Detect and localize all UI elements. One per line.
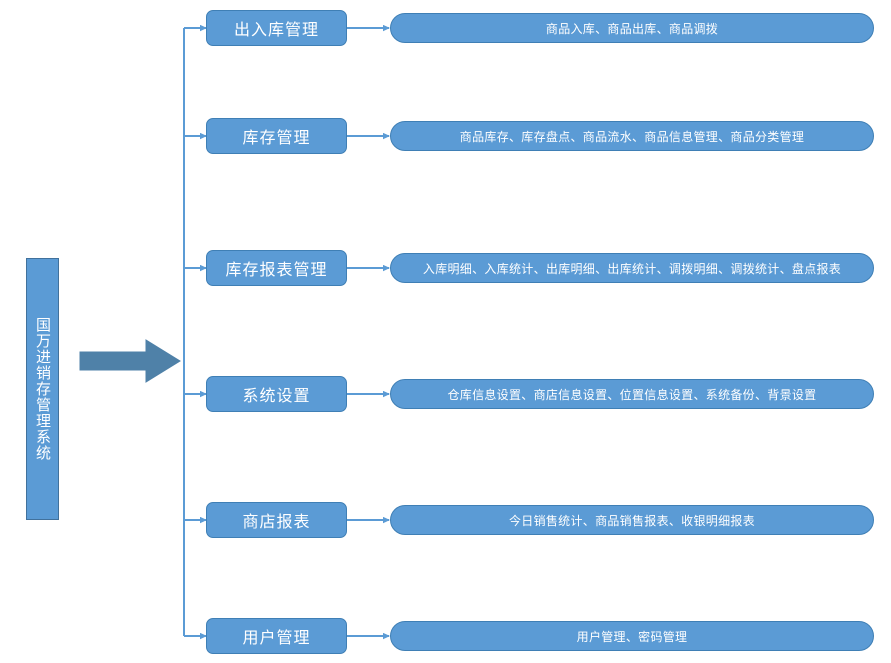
category-node-system-settings[interactable]: 系统设置 [206,376,347,412]
detail-label: 商品库存、库存盘点、商品流水、商品信息管理、商品分类管理 [459,129,805,144]
detail-node-user-management[interactable]: 用户管理、密码管理 [390,621,874,651]
detail-node-inventory-report[interactable]: 入库明细、入库统计、出库明细、出库统计、调拨明细、调拨统计、盘点报表 [390,253,874,283]
category-node-inventory[interactable]: 库存管理 [206,118,347,154]
detail-label: 今日销售统计、商品销售报表、收银明细报表 [508,513,755,528]
category-label: 库存管理 [242,128,311,147]
category-node-user-management[interactable]: 用户管理 [206,618,347,654]
category-label: 用户管理 [242,628,311,647]
category-label: 出入库管理 [233,20,319,39]
category-label: 库存报表管理 [225,260,328,279]
category-node-inventory-report[interactable]: 库存报表管理 [206,250,347,286]
detail-node-store-report[interactable]: 今日销售统计、商品销售报表、收银明细报表 [390,505,874,535]
category-node-inbound-outbound[interactable]: 出入库管理 [206,10,347,46]
root-node-label: 国万进销存管理系统 [34,317,52,461]
root-node-system-title[interactable]: 国万进销存管理系统 [26,258,59,520]
detail-node-inventory[interactable]: 商品库存、库存盘点、商品流水、商品信息管理、商品分类管理 [390,121,874,151]
trunk-connector [183,24,207,640]
category-label: 系统设置 [242,386,311,405]
category-node-store-report[interactable]: 商店报表 [206,502,347,538]
detail-label: 商品入库、商品出库、商品调拨 [545,21,719,36]
category-detail-connectors [347,24,390,640]
detail-label: 仓库信息设置、商店信息设置、位置信息设置、系统备份、背景设置 [447,387,817,402]
main-arrow-icon [79,339,181,383]
detail-node-system-settings[interactable]: 仓库信息设置、商店信息设置、位置信息设置、系统备份、背景设置 [390,379,874,409]
category-label: 商店报表 [242,512,311,531]
detail-label: 入库明细、入库统计、出库明细、出库统计、调拨明细、调拨统计、盘点报表 [422,261,842,276]
detail-node-inbound-outbound[interactable]: 商品入库、商品出库、商品调拨 [390,13,874,43]
detail-label: 用户管理、密码管理 [576,629,688,644]
